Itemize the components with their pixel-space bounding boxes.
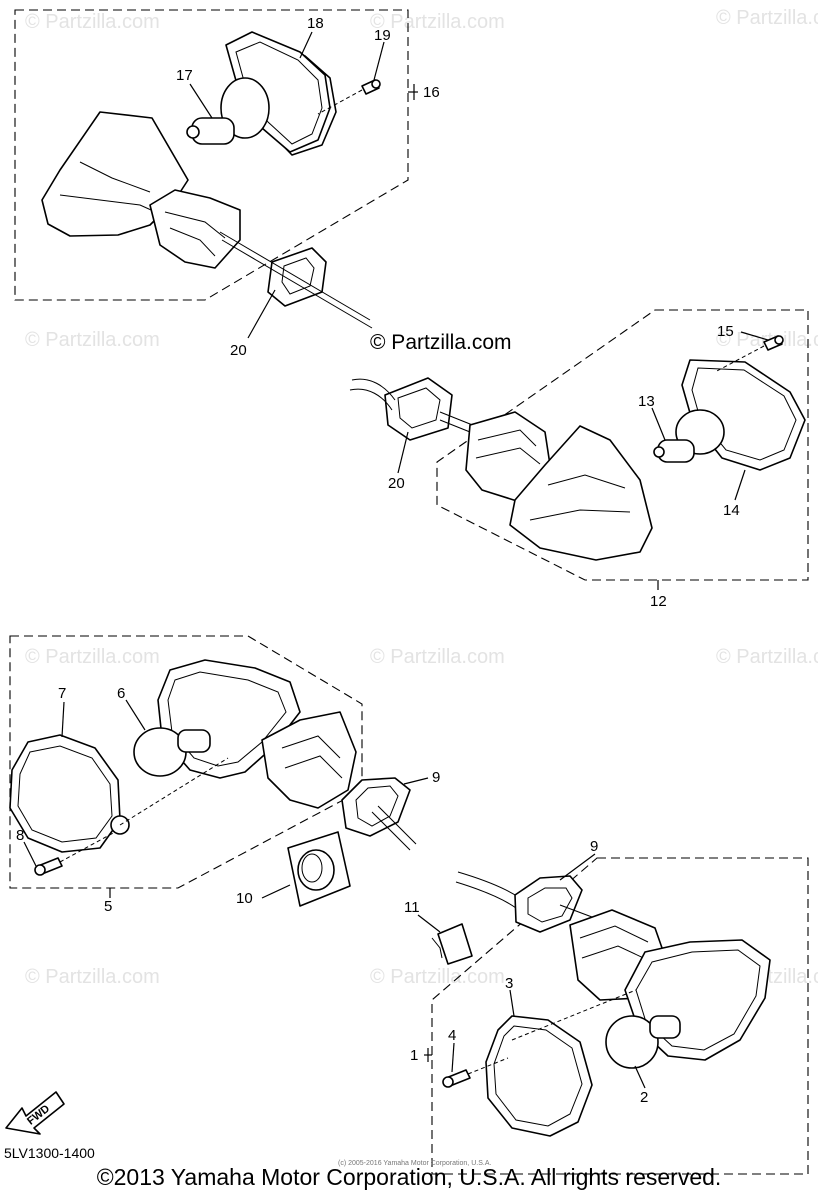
footer: (c) 2005-2016 Yamaha Motor Corporation, … — [0, 1158, 818, 1200]
assembly-5-group — [9, 635, 417, 889]
watermark: © Partzilla.com — [370, 11, 505, 33]
watermark: © Partzilla.com — [25, 966, 160, 988]
screw-head — [774, 335, 784, 345]
watermark: © Partzilla.com — [370, 646, 505, 668]
site-mark: © Partzilla.com — [370, 331, 512, 354]
callout-9: 9 — [590, 838, 598, 855]
callout-20: 20 — [230, 342, 247, 359]
bulb — [605, 1015, 659, 1069]
callout-12: 12 — [650, 593, 667, 610]
assembly-1-boundary — [431, 857, 809, 1175]
turn-signal-lens — [9, 734, 121, 853]
callout-14: 14 — [723, 502, 740, 519]
watermark: © Partzilla.com — [25, 11, 160, 33]
callout-5: 5 — [104, 898, 112, 915]
part-10-clip — [287, 831, 351, 907]
callout-16: 16 — [423, 84, 440, 101]
callout-11: 11 — [404, 899, 420, 916]
bulb-contact — [186, 125, 200, 139]
callout-17: 17 — [176, 67, 193, 84]
screw-head — [371, 79, 381, 89]
screw-head — [34, 864, 46, 876]
assembly-12-boundary — [436, 309, 809, 581]
watermark: © Partzilla.com — [25, 646, 160, 668]
turn-signal-lens-housing — [509, 425, 653, 561]
watermark: © Partzilla.com — [370, 966, 505, 988]
callout-4: 4 — [448, 1027, 456, 1044]
watermark-layer: © Partzilla.com © Partzilla.com © Partzi… — [25, 7, 818, 988]
screw-head — [442, 1076, 454, 1088]
bulb-base — [649, 1015, 681, 1039]
grommet — [514, 875, 583, 933]
part-11-clip — [431, 923, 473, 965]
callout-9: 9 — [432, 769, 440, 786]
assembly-16-boundary — [14, 9, 409, 301]
diagram-code: 5LV1300-1400 — [4, 1145, 95, 1161]
callout-15: 15 — [717, 323, 734, 340]
callout-19: 19 — [374, 27, 391, 44]
callout-2: 2 — [640, 1089, 648, 1106]
leader-lines — [23, 31, 769, 1089]
callout-18: 18 — [307, 15, 324, 32]
callout-7: 7 — [58, 685, 66, 702]
assembly-1-group — [431, 857, 809, 1175]
grommet — [384, 377, 453, 441]
callout-3: 3 — [505, 975, 513, 992]
assembly-16-group — [14, 9, 409, 329]
callout-8: 8 — [16, 827, 24, 844]
callout-10: 10 — [236, 890, 253, 907]
watermark: © Partzilla.com — [25, 329, 160, 351]
fwd-arrow-icon: FWD — [5, 1091, 65, 1135]
turn-signal-stalk — [149, 189, 241, 269]
watermark: © Partzilla.com — [716, 7, 818, 29]
callout-6: 6 — [117, 685, 125, 702]
copyright-notice: ©2013 Yamaha Motor Corporation, U.S.A. A… — [96, 1164, 722, 1190]
callout-13: 13 — [638, 393, 655, 410]
bulb-contact — [653, 446, 665, 458]
bulb-base — [177, 729, 211, 753]
watermark: © Partzilla.com — [716, 646, 818, 668]
turn-signal-lens — [485, 1015, 593, 1137]
callout-20: 20 — [388, 475, 405, 492]
callout-labels: 18 19 17 16 20 15 13 20 14 12 7 6 9 8 5 … — [16, 15, 740, 1106]
callout-1: 1 — [410, 1047, 418, 1064]
assembly-12-group — [349, 309, 809, 581]
small-notice: (c) 2005-2016 Yamaha Motor Corporation, … — [338, 1160, 492, 1167]
